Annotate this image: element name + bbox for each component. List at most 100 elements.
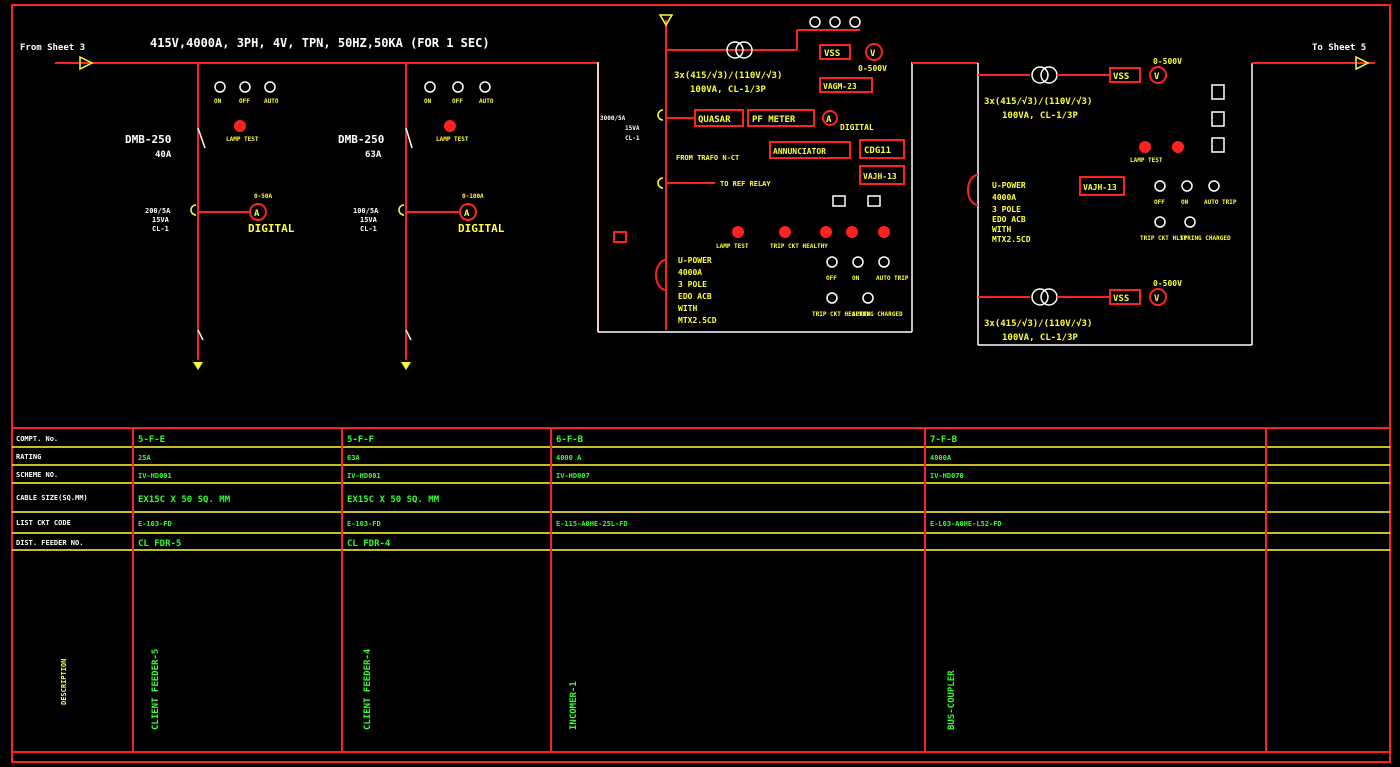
trip-ckt-label: TRIP CKT HEALTHY xyxy=(812,311,870,318)
cell-rating: 4000A xyxy=(930,454,952,462)
ct-ratio: 200/5A xyxy=(145,207,171,215)
pushbutton-icon xyxy=(1211,111,1225,127)
meter-type: DIGITAL xyxy=(458,222,505,235)
ct-main-ratio: 3000/5A xyxy=(600,115,626,122)
lamp-label-auto: AUTO xyxy=(479,98,494,105)
breaker-label-1: U-POWER xyxy=(992,181,1026,190)
vagm-label: VAGM-23 xyxy=(823,82,857,91)
row-label-rating: RATING xyxy=(16,453,41,461)
from-sheet-label: From Sheet 3 xyxy=(20,43,85,53)
breaker-label-2: 4000A xyxy=(992,193,1016,202)
coupler-section: VSS V 0-500V 3x(415/√3)/(110V/√3) 100VA,… xyxy=(967,57,1237,343)
breaker-label-6: MTX2.5CD xyxy=(678,316,717,325)
lamp-label-auto: AUTO TRIP xyxy=(1204,199,1237,206)
breaker-rating: 63A xyxy=(365,150,382,160)
lamp-off-icon xyxy=(826,256,838,268)
vt-top-secondary-icon xyxy=(1040,66,1058,84)
row-label-scheme: SCHEME NO. xyxy=(16,471,58,479)
cell-scheme: IV-HD070 xyxy=(930,472,964,480)
lamp-on-icon xyxy=(1181,180,1193,192)
breaker-label-3: 3 POLE xyxy=(678,280,707,289)
indicator-red-icon xyxy=(878,226,890,238)
row-label-feeder: DIST. FEEDER NO. xyxy=(16,539,83,547)
spring-label: SPRING CHARGED xyxy=(852,311,903,318)
breaker-rating: 40A xyxy=(155,150,172,160)
feeder-left: DMB-250 40A ON OFF AUTO LAMP TEST A 0-50… xyxy=(125,63,295,370)
indicator-red-icon xyxy=(846,226,858,238)
vt-ratio: 3x(415/√3)/(110V/√3) xyxy=(674,70,782,81)
vss-box-bot xyxy=(1109,289,1141,305)
lamp-label-on: ON xyxy=(424,98,432,105)
lamp-test-icon xyxy=(1139,141,1151,153)
breaker-label-6: MTX2.5CD xyxy=(992,235,1031,244)
vt-bot-primary-icon xyxy=(1031,288,1049,306)
volt-range-bot: 0-500V xyxy=(1153,279,1182,288)
vss-box xyxy=(819,44,851,60)
pushbutton-icon xyxy=(867,195,881,207)
trip-alarm-label: TRIP CKT HEALTHY xyxy=(770,243,828,250)
lamp-on-icon xyxy=(424,81,436,93)
cell-compt: 5-F-E xyxy=(138,435,165,445)
vt-bot-secondary-icon xyxy=(1040,288,1058,306)
ct-burden: 15VA xyxy=(360,216,378,224)
breaker-type: DMB-250 xyxy=(125,133,171,146)
lamp-test-label: LAMP TEST xyxy=(226,136,259,143)
meter-type: DIGITAL xyxy=(248,222,295,235)
vt-class: 100VA, CL-1/3P xyxy=(690,85,766,95)
vajh-label: VAJH-13 xyxy=(1083,183,1117,192)
vt-class-bot: 100VA, CL-1/3P xyxy=(1002,333,1078,343)
lamp-label-off: OFF xyxy=(826,275,837,282)
lamp-auto-icon xyxy=(479,81,491,93)
feeder-table: COMPT. No. RATING SCHEME NO. CABLE SIZE(… xyxy=(12,427,1390,753)
annunciator-label: ANNUNCIATOR xyxy=(773,147,826,156)
spring-icon xyxy=(862,292,874,304)
svg-text:V: V xyxy=(870,49,876,59)
to-ref-label: TO REF RELAY xyxy=(720,180,771,188)
ct-main-class: CL-1 xyxy=(625,135,640,142)
lamp-off-icon xyxy=(239,81,251,93)
spring-icon xyxy=(1184,216,1196,228)
trip-alarm-icon xyxy=(1172,141,1184,153)
lamp-test-button-icon xyxy=(444,120,456,132)
lamp-auto-icon xyxy=(1208,180,1220,192)
pf-meter-box xyxy=(747,109,815,127)
cell-cable: EX15C X 50 SQ. MM xyxy=(138,495,231,505)
lamp-label-off: OFF xyxy=(452,98,463,105)
feeder-mid: DMB-250 63A ON OFF AUTO LAMP TEST A 0-10… xyxy=(338,63,505,370)
breaker-label-3: 3 POLE xyxy=(992,205,1021,214)
breaker-type: DMB-250 xyxy=(338,133,384,146)
lamp-label-on: ON xyxy=(214,98,222,105)
outgoing-arrow-icon xyxy=(401,362,411,370)
from-arrow-icon xyxy=(79,55,94,71)
acb-icon xyxy=(655,259,667,291)
vajh-label: VAJH-13 xyxy=(863,172,897,181)
breaker-label-1: U-POWER xyxy=(678,256,712,265)
vt-class-top: 100VA, CL-1/3P xyxy=(1002,111,1078,121)
cell-description: INCOMER-1 xyxy=(569,681,579,730)
indicator-b-icon xyxy=(849,16,861,28)
outgoing-arrow-icon xyxy=(193,362,203,370)
vss-label: VSS xyxy=(824,49,840,59)
lamp-label-off: OFF xyxy=(1154,199,1165,206)
digital-label: DIGITAL xyxy=(840,123,874,132)
cell-scheme: IV-HD001 xyxy=(138,472,172,480)
cell-code: E-L03-A0HE-L52-FD xyxy=(930,520,1002,528)
trip-ckt-icon xyxy=(826,292,838,304)
voltmeter-top-icon xyxy=(1149,66,1167,84)
svg-text:A: A xyxy=(254,209,260,219)
cell-rating: 63A xyxy=(347,454,360,462)
to-arrow-icon xyxy=(1355,55,1370,71)
from-trafo-label: FROM TRAFO N-CT xyxy=(676,154,739,162)
vss-label-bot: VSS xyxy=(1113,294,1129,304)
cell-rating: 25A xyxy=(138,454,151,462)
breaker-contact-icon xyxy=(197,127,206,149)
cell-feeder: CL FDR-5 xyxy=(138,539,181,549)
lamp-off-icon xyxy=(1154,180,1166,192)
vss-box-top xyxy=(1109,67,1141,83)
lamp-test-label: LAMP TEST xyxy=(436,136,469,143)
cell-code: E-103-FD xyxy=(138,520,172,528)
lamp-test-icon xyxy=(732,226,744,238)
vss-label-top: VSS xyxy=(1113,72,1129,82)
cell-cable: EX15C X 50 SQ. MM xyxy=(347,495,440,505)
